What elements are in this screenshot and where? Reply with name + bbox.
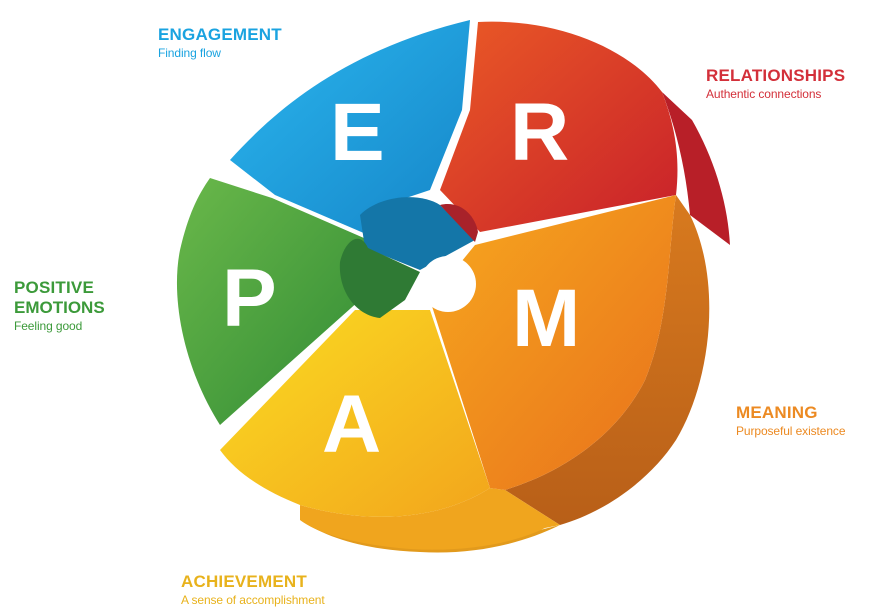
achievement-subtitle: A sense of accomplishment [181, 593, 325, 607]
relationships-side-wall [662, 92, 730, 245]
relationships-segment [440, 21, 678, 233]
engagement-label: ENGAGEMENT Finding flow [158, 26, 282, 59]
achievement-title: ACHIEVEMENT [181, 572, 307, 591]
relationships-hub [440, 204, 478, 242]
positive-emotions-title-line2: EMOTIONS [14, 298, 105, 317]
achievement-segment [220, 310, 490, 517]
positive-emotions-segment [176, 178, 380, 425]
achievement-side-wall [300, 520, 560, 553]
positive-emotions-label: POSITIVE EMOTIONS Feeling good [14, 279, 105, 332]
meaning-subtitle: Purposeful existence [736, 424, 846, 438]
meaning-title: MEANING [736, 403, 818, 422]
achievement-label: ACHIEVEMENT A sense of accomplishment [181, 573, 325, 606]
meaning-side-wall [505, 195, 710, 525]
engagement-segment [230, 20, 470, 240]
achievement-letter: A [322, 379, 381, 470]
meaning-label: MEANING Purposeful existence [736, 403, 846, 438]
relationships-letter: R [510, 87, 569, 178]
engagement-title: ENGAGEMENT [158, 25, 282, 44]
relationships-title: RELATIONSHIPS [706, 66, 846, 85]
meaning-letter: M [512, 273, 580, 364]
relationships-label: RELATIONSHIPS Authentic connections [706, 67, 845, 100]
relationships-subtitle: Authentic connections [706, 87, 822, 101]
achievement-bottom-wall [300, 488, 560, 550]
positive-emotions-title-line1: POSITIVE [14, 278, 95, 297]
positive-emotions-subtitle: Feeling good [14, 319, 83, 333]
engagement-subtitle: Finding flow [158, 46, 221, 60]
center-hole [420, 256, 476, 312]
positive-emotions-hub [339, 238, 420, 318]
positive-emotions-letter: P [222, 253, 277, 344]
engagement-hub [360, 197, 475, 270]
meaning-segment [430, 195, 676, 490]
engagement-letter: E [330, 87, 385, 178]
